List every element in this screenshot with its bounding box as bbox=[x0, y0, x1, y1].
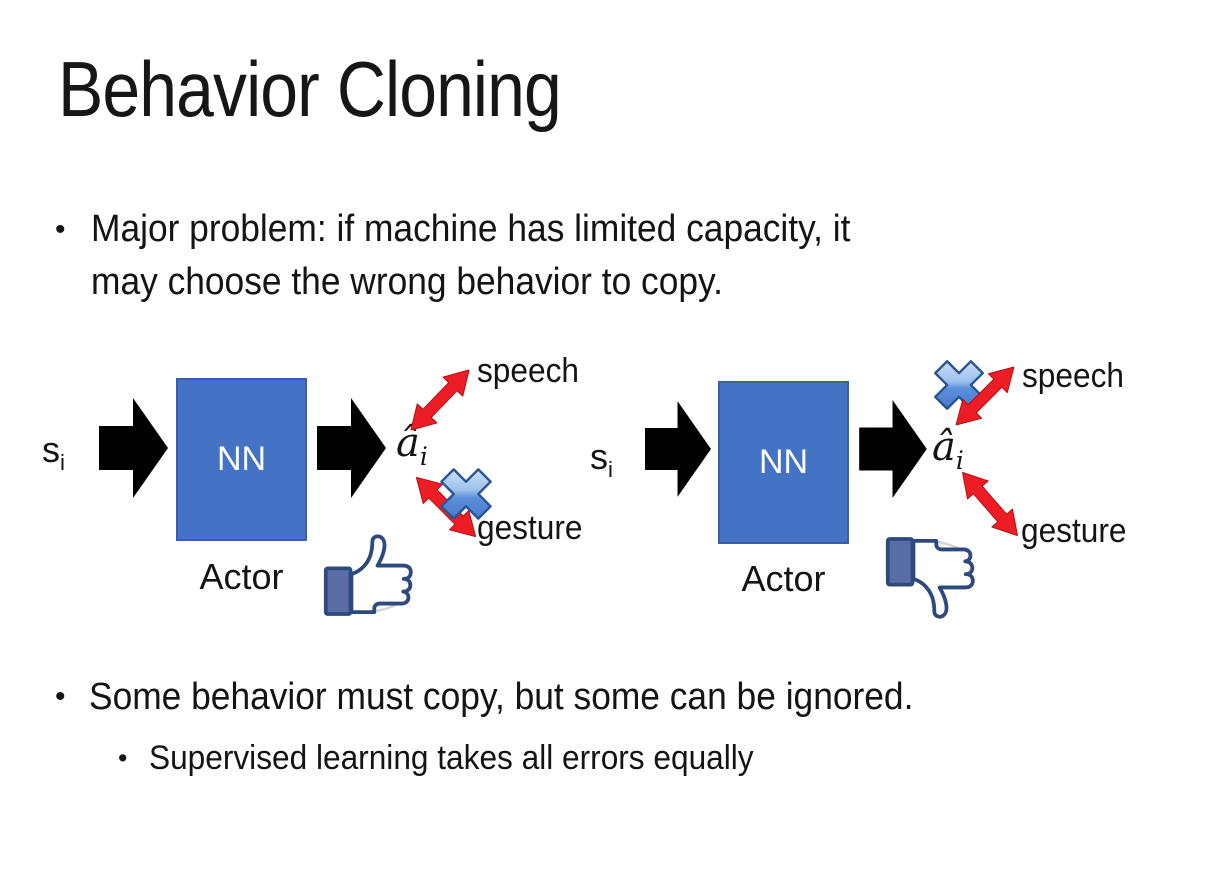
output-action-label: âi bbox=[396, 420, 428, 471]
blocked-cross-icon bbox=[934, 360, 984, 410]
nn-box: NN bbox=[718, 381, 849, 544]
nn-box-label: NN bbox=[216, 440, 267, 478]
input-arrow-icon bbox=[645, 401, 711, 497]
diagram-actor-right: si NN âi speech gesture Actor bbox=[585, 350, 1160, 640]
thumbs-down-icon bbox=[885, 537, 975, 619]
gesture-branch-arrow-icon bbox=[961, 471, 1019, 537]
bullet-supervised-learning: • Supervised learning takes all errors e… bbox=[118, 735, 799, 781]
bullet-dot: • bbox=[118, 743, 128, 773]
output-arrow-icon bbox=[859, 400, 927, 498]
speech-branch-arrow-icon bbox=[410, 369, 470, 431]
blocked-cross-icon bbox=[440, 468, 492, 520]
diagram-actor-left: si NN âi speech gesture Actor bbox=[40, 350, 615, 640]
bullet-text: Some behavior must copy, but some can be… bbox=[89, 676, 914, 718]
speech-branch-label: speech bbox=[477, 352, 579, 390]
thumbs-up-icon bbox=[323, 534, 413, 616]
speech-branch-label: speech bbox=[1022, 357, 1124, 395]
bullet-major-problem: • Major problem: if machine has limited … bbox=[55, 203, 908, 309]
input-state-label: si bbox=[42, 429, 65, 476]
gesture-branch-label: gesture bbox=[1021, 512, 1127, 550]
bullet-dot: • bbox=[55, 213, 66, 246]
bullet-text: Major problem: if machine has limited ca… bbox=[91, 208, 851, 303]
nn-box-label: NN bbox=[758, 443, 809, 481]
bullet-dot: • bbox=[55, 680, 66, 713]
slide-title: Behavior Cloning bbox=[58, 44, 636, 135]
actor-caption: Actor bbox=[741, 558, 826, 599]
actor-caption: Actor bbox=[199, 556, 284, 597]
bullet-some-behavior: • Some behavior must copy, but some can … bbox=[55, 672, 975, 722]
output-arrow-icon bbox=[317, 398, 386, 498]
input-state-label: si bbox=[590, 436, 613, 483]
gesture-branch-label: gesture bbox=[477, 509, 583, 547]
nn-box: NN bbox=[176, 378, 307, 541]
slide-title-text: Behavior Cloning bbox=[58, 45, 562, 133]
speech-branch-arrow-icon bbox=[955, 366, 1015, 426]
bullet-text: Supervised learning takes all errors equ… bbox=[149, 739, 754, 777]
output-action-label: âi bbox=[932, 424, 964, 475]
input-arrow-icon bbox=[99, 398, 168, 498]
